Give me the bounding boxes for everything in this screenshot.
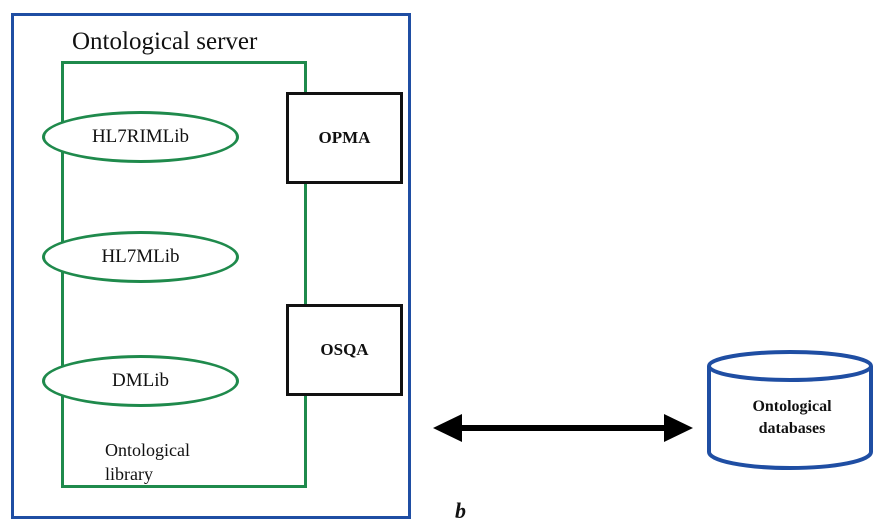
library-label: Ontological library — [105, 438, 245, 486]
database-label-line2: databases — [758, 420, 826, 437]
hl7rimlib-node: HL7RIMLib — [42, 111, 239, 163]
figure-letter: b — [455, 498, 466, 523]
ontological-library-box — [61, 61, 307, 488]
osqa-module-box: OSQA — [286, 304, 403, 396]
database-cylinder-icon — [707, 350, 873, 470]
database-top — [707, 350, 873, 382]
library-label-line1: Ontological — [105, 440, 190, 460]
arrow-head-left — [433, 414, 462, 442]
database-label-line1: Ontological — [752, 398, 832, 415]
arrow-head-right — [664, 414, 693, 442]
database-label: Ontological databases — [714, 396, 870, 440]
library-label-line2: library — [105, 464, 153, 484]
opma-module-box: OPMA — [286, 92, 403, 184]
database-body — [707, 366, 873, 470]
dmlib-node: DMLib — [42, 355, 239, 407]
server-title: Ontological server — [72, 28, 258, 55]
hl7mlib-node: HL7MLib — [42, 231, 239, 283]
